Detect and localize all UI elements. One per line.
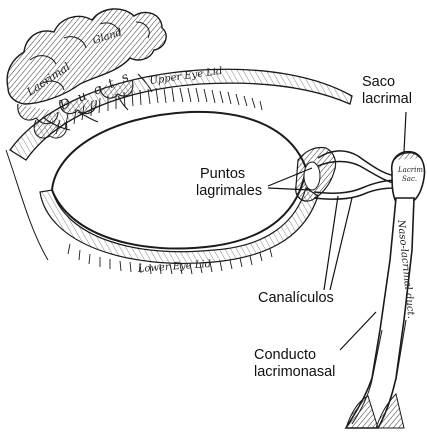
label-saco-line1: Saco <box>362 74 412 91</box>
eye-opening <box>40 112 318 264</box>
label-puntos-line2: lagrimales <box>196 183 262 200</box>
label-saco-lacrimal: Saco lacrimal <box>362 74 412 108</box>
engraved-sac: Sac. <box>402 175 417 183</box>
label-puntos-line1: Puntos <box>196 166 262 183</box>
label-saco-line2: lacrimal <box>362 91 412 108</box>
label-conducto-line1: Conducto <box>254 347 335 364</box>
label-conducto-lacrimonasal: Conducto lacrimonasal <box>254 347 335 381</box>
label-puntos-lagrimales: Puntos lagrimales <box>196 166 262 200</box>
label-conducto-line2: lacrimonasal <box>254 364 335 381</box>
engraved-lacrim: Lacrim. <box>397 166 425 174</box>
orbital-edge <box>6 150 48 260</box>
label-canaliculos: Canalículos <box>258 290 334 307</box>
